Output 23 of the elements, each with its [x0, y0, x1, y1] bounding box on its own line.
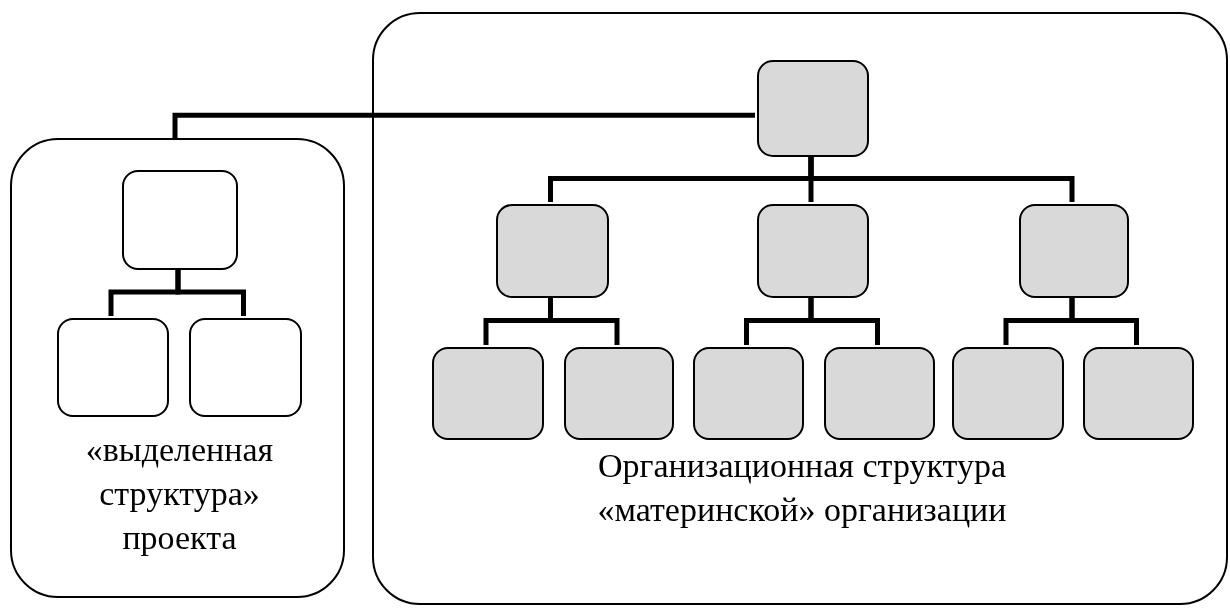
- group-frame: [372, 12, 1228, 605]
- org-unit-box: [757, 204, 869, 298]
- connector-line: [808, 296, 880, 345]
- org-unit-box: [189, 318, 302, 417]
- org-unit-box: [757, 60, 869, 157]
- org-unit-box: [952, 347, 1064, 440]
- connector-line: [808, 155, 1075, 202]
- org-unit-box: [1083, 347, 1194, 440]
- connector-line: [1069, 296, 1139, 345]
- org-unit-box: [564, 347, 674, 440]
- org-unit-box: [57, 318, 169, 417]
- group-frame: [10, 138, 345, 598]
- org-unit-box: [1019, 204, 1129, 298]
- connector-line: [175, 268, 246, 316]
- connector-line: [548, 296, 620, 345]
- org-unit-box: [122, 170, 238, 270]
- org-unit-box: [496, 204, 609, 298]
- org-unit-box: [824, 347, 935, 440]
- org-unit-box: [432, 347, 544, 440]
- connector-line: [172, 112, 755, 138]
- org-unit-box: [693, 347, 804, 440]
- frame-caption: Организационная структура «материнской» организации: [596, 446, 1008, 531]
- frame-caption: «выделенная структура» проекта: [84, 430, 275, 559]
